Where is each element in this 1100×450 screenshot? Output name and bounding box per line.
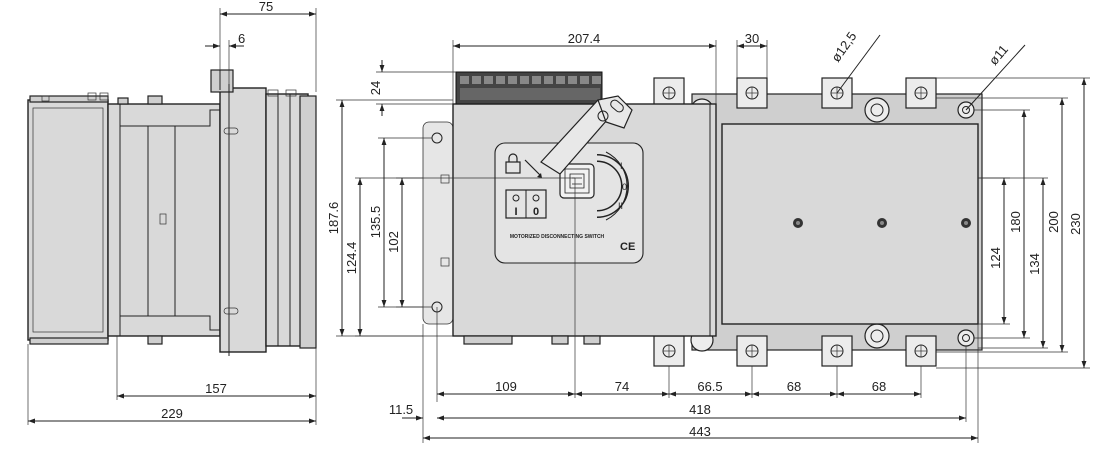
dim-b-665: 66.5 xyxy=(697,379,722,394)
dim-front-207: 207.4 xyxy=(568,31,601,46)
padlock-icon xyxy=(505,153,542,178)
dim-side-157: 157 xyxy=(205,381,227,396)
dim-b-109: 109 xyxy=(495,379,517,394)
side-shaft-block xyxy=(219,87,267,353)
side-view: 75 6 157 229 xyxy=(27,0,317,425)
side-housing-left xyxy=(27,99,109,341)
dim-h-124: 124 xyxy=(988,247,1003,269)
dim-front-24: 24 xyxy=(368,81,383,95)
rotary-selector: I 0 II xyxy=(559,151,629,221)
bottom-terminal-lugs xyxy=(653,335,937,367)
dim-h-230: 230 xyxy=(1068,213,1083,235)
dim-h-1355: 135.5 xyxy=(368,206,383,239)
operating-handle xyxy=(540,95,633,175)
dim-side-229: 229 xyxy=(161,406,183,421)
dim-side-6: 6 xyxy=(238,31,245,46)
device-label-text: MOTORIZED DISCONNECTING SWITCH xyxy=(510,234,605,240)
selector-mark-1: I xyxy=(514,206,517,218)
dim-h-134: 134 xyxy=(1027,253,1042,275)
side-mechanism xyxy=(107,103,221,337)
selector-mark-0: 0 xyxy=(533,206,539,218)
switch-body xyxy=(721,123,979,325)
dim-front-30: 30 xyxy=(745,31,759,46)
position-mark-2: II xyxy=(618,201,623,211)
dim-h-102: 102 xyxy=(386,231,401,253)
control-terminal-block xyxy=(455,71,603,105)
dim-h-1244: 124.4 xyxy=(344,242,359,275)
dim-b-68b: 68 xyxy=(872,379,886,394)
position-mark-1: I xyxy=(620,161,623,171)
dim-h-200: 200 xyxy=(1046,211,1061,233)
top-post xyxy=(864,97,890,123)
ce-mark: CE xyxy=(620,241,635,253)
mounting-hole-bottom-right xyxy=(957,329,975,347)
front-view: I 0 MOTORIZED DISCONNECTING SWITCH CE I … xyxy=(326,29,1090,443)
top-terminal-lugs xyxy=(653,77,937,109)
dim-b-68a: 68 xyxy=(787,379,801,394)
dim-b-443: 443 xyxy=(689,424,711,439)
left-mounting-bracket xyxy=(422,121,454,325)
dim-h-1876: 187.6 xyxy=(326,202,341,235)
dim-b-418: 418 xyxy=(689,402,711,417)
dim-b-74: 74 xyxy=(615,379,629,394)
dim-h-180: 180 xyxy=(1008,211,1023,233)
selector-icon: I 0 xyxy=(505,189,547,219)
position-mark-0: 0 xyxy=(622,182,627,192)
dim-side-75: 75 xyxy=(259,0,273,14)
dim-b-115: 11.5 xyxy=(389,402,413,417)
bottom-post xyxy=(864,323,890,349)
dim-hole-125: ø12,5 xyxy=(828,29,859,65)
